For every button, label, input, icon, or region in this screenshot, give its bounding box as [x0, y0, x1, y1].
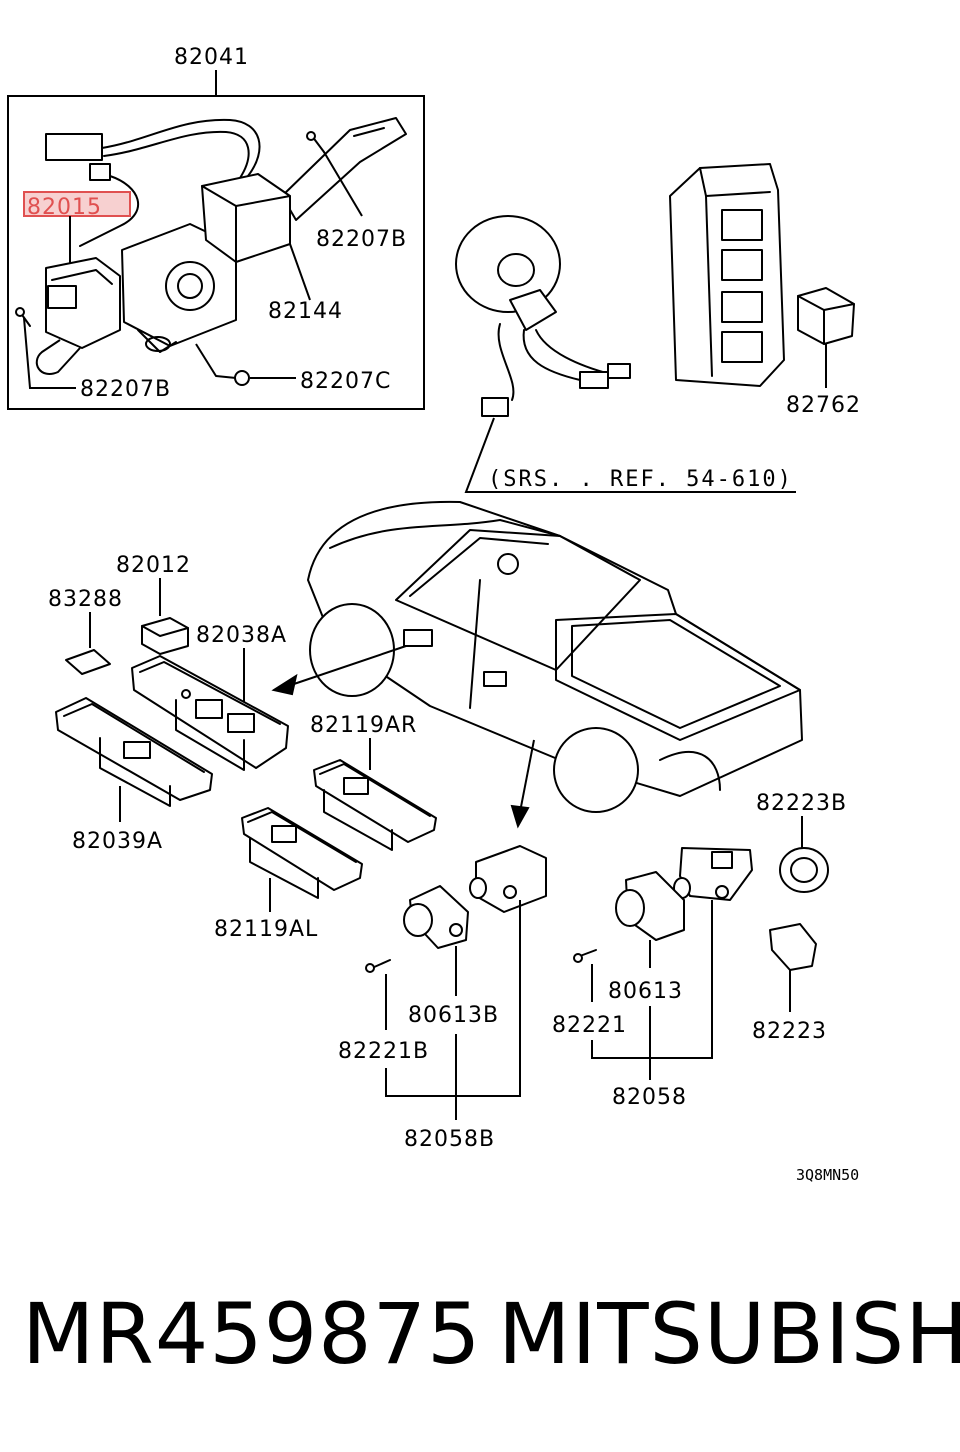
screw-82207B-bottom	[15, 307, 31, 327]
leader-82207B-bottom	[23, 317, 76, 389]
label-82039A: 82039A	[72, 829, 163, 854]
arrow-to-window-switch	[271, 645, 407, 696]
diagram-ref-code: 3Q8MN50	[796, 1166, 859, 1184]
part-number: MR459875	[22, 1285, 482, 1383]
window-switch-82119AR	[313, 759, 437, 851]
label-82207B-bottom: 82207B	[80, 377, 171, 402]
grommet-82223B	[779, 847, 829, 893]
label-80613: 80613	[608, 979, 683, 1004]
label-82144: 82144	[268, 299, 343, 324]
pad-83288	[65, 649, 111, 675]
pickup-truck	[307, 500, 803, 813]
window-switch-82119AL	[241, 807, 363, 899]
leader-82207B-top	[323, 151, 363, 217]
label-82207C: 82207C	[300, 369, 391, 394]
window-switch-panel-82038A	[131, 655, 289, 771]
highlight-82015	[23, 191, 131, 217]
label-82058: 82058	[612, 1085, 687, 1110]
brand-name: MITSUBISHI	[498, 1285, 960, 1383]
relay-box	[669, 163, 785, 387]
label-82119AR: 82119AR	[310, 713, 417, 738]
leader-82207C-a	[195, 343, 217, 377]
switch-82012	[141, 617, 189, 655]
arrow-to-door-switch	[510, 739, 535, 829]
leader-82144	[289, 243, 311, 301]
label-82038A: 82038A	[196, 623, 287, 648]
door-light-80613B	[403, 885, 469, 949]
screw-82221B	[365, 959, 391, 973]
label-82119AL: 82119AL	[214, 917, 318, 942]
label-82058B: 82058B	[404, 1127, 495, 1152]
label-82223B: 82223B	[756, 791, 847, 816]
switch-block-82144	[201, 173, 291, 263]
label-82012: 82012	[116, 553, 191, 578]
label-80613B: 80613B	[408, 1003, 499, 1028]
door-light-80613	[615, 871, 685, 941]
label-srs-ref: (SRS. . REF. 54-610)	[488, 467, 793, 492]
wiring-harness	[45, 118, 261, 247]
window-switch-panel-82039A	[55, 697, 213, 807]
bracket-82058	[591, 900, 713, 1059]
label-82223: 82223	[752, 1019, 827, 1044]
screw-82207B-top	[306, 131, 325, 153]
label-83288: 83288	[48, 587, 123, 612]
label-82207B-top: 82207B	[316, 227, 407, 252]
label-82041: 82041	[174, 45, 249, 70]
label-82015: 82015	[27, 195, 102, 220]
label-82221: 82221	[552, 1013, 627, 1038]
product-caption: MR459875 MITSUBISHI	[0, 1285, 960, 1395]
right-lever-stalk	[281, 117, 407, 221]
leader-srs	[464, 417, 796, 493]
door-switch-82058	[673, 847, 753, 901]
left-lever-switch	[35, 257, 121, 375]
label-82221B: 82221B	[338, 1039, 429, 1064]
bolt-82207C	[215, 370, 250, 386]
cap-82223	[769, 923, 817, 971]
column-switch-body	[121, 223, 237, 353]
bracket-82058B	[385, 900, 521, 1097]
relay-82762	[797, 287, 855, 345]
label-82762: 82762	[786, 393, 861, 418]
clock-spring-srs	[455, 215, 631, 417]
screw-82221	[573, 949, 597, 963]
door-switch-82058B	[469, 845, 547, 913]
